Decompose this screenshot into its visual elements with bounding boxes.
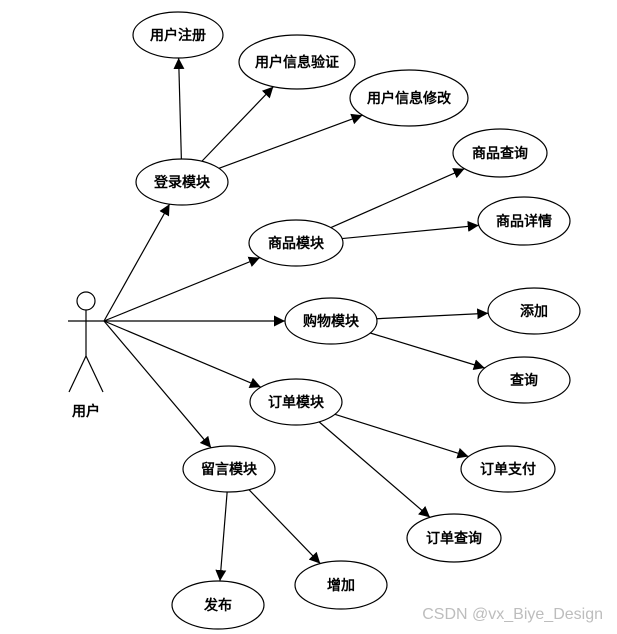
use-case-label: 商品模块 [268,235,325,252]
use-case-cart: 购物模块 [284,297,378,345]
use-case-message: 留言模块 [182,445,276,493]
use-case-label: 查询 [510,372,538,389]
use-case-goods-detail: 商品详情 [477,196,571,246]
use-case-login: 登录模块 [135,158,229,206]
edge-login-to-verify [201,86,274,162]
actor-label: 用户 [72,403,100,420]
use-case-goods: 商品模块 [248,219,344,267]
use-case-ellipse [460,445,556,493]
edge-cart-to-cart_add [376,308,489,320]
use-case-label: 增加 [327,577,355,594]
actor-head [76,291,96,311]
use-case-ellipse [238,34,356,90]
use-case-label: 购物模块 [303,313,360,330]
actor-right-leg [85,355,104,393]
actor-left-leg [68,355,87,393]
use-case-label: 订单支付 [480,461,536,478]
use-case-register: 用户注册 [132,11,224,59]
use-case-label: 留言模块 [201,461,258,478]
watermark: CSDN @vx_Biye_Design [422,606,603,623]
use-case-ellipse [452,128,548,178]
use-case-verify: 用户信息验证 [238,34,356,90]
edge-login-to-register [173,57,185,160]
use-case-ellipse [132,11,224,59]
use-case-ellipse [171,580,265,630]
use-case-modify: 用户信息修改 [349,69,469,127]
edge-order-to-order_query [318,421,431,518]
use-case-ellipse [477,196,571,246]
use-case-ellipse [284,297,378,345]
use-case-order-pay: 订单支付 [460,445,556,493]
use-case-label: 用户注册 [150,27,206,44]
use-case-label: 添加 [520,303,548,320]
edge-message-to-msg_add [248,489,321,564]
use-case-ellipse [406,513,502,563]
use-case-cart-query: 查询 [477,356,571,404]
edge-actor-to-login [103,203,171,322]
edge-login-to-modify [218,113,363,169]
use-case-label: 登录模块 [153,174,211,191]
use-case-label: 订单模块 [268,394,325,411]
use-case-ellipse [349,69,469,127]
edge-goods-to-goods_detail [342,220,479,240]
use-case-order-query: 订单查询 [406,513,502,563]
edge-cart-to-cart_query [370,332,485,371]
use-case-label: 商品详情 [496,213,552,230]
edge-goods-to-goods_query [330,168,465,229]
use-case-ellipse [487,287,581,335]
use-case-ellipse [135,158,229,206]
use-case-label: 订单查询 [426,530,482,547]
use-case-ellipse [182,445,276,493]
use-case-ellipse [248,219,344,267]
edges [103,57,489,582]
edge-actor-to-order [103,320,262,388]
use-case-ellipse [477,356,571,404]
use-case-label: 发布 [203,597,232,614]
actor-user [68,291,104,393]
use-case-ellipse [249,378,343,426]
use-case-cart-add: 添加 [487,287,581,335]
use-case-label: 用户信息验证 [255,54,339,71]
edge-message-to-msg_publish [215,491,228,582]
edge-order-to-order_pay [334,413,469,459]
edge-actor-to-goods [103,256,261,322]
edge-actor-to-message [103,320,212,449]
use-case-order: 订单模块 [249,378,343,426]
use-case-ellipse [294,560,388,610]
use-case-goods-query: 商品查询 [452,128,548,178]
use-case-msg-add: 增加 [294,560,388,610]
use-case-msg-publish: 发布 [171,580,265,630]
use-case-label: 商品查询 [472,145,528,162]
use-case-label: 用户信息修改 [367,90,452,107]
